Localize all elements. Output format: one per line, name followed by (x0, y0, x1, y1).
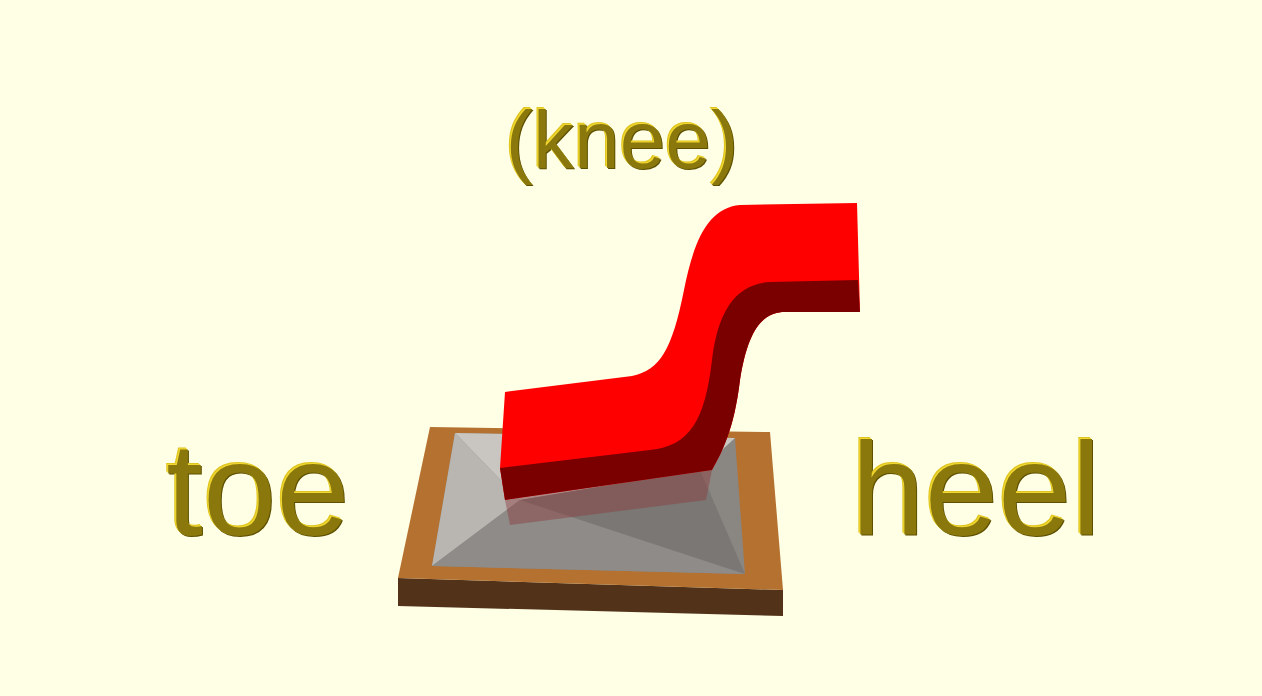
bent-bar-side (500, 280, 860, 500)
part-label: toe (166, 424, 350, 556)
bar-through-pyramid (505, 470, 712, 525)
bent-bar (500, 203, 860, 500)
part-label: heel (851, 424, 1101, 556)
part-label: (knee) (506, 99, 738, 181)
